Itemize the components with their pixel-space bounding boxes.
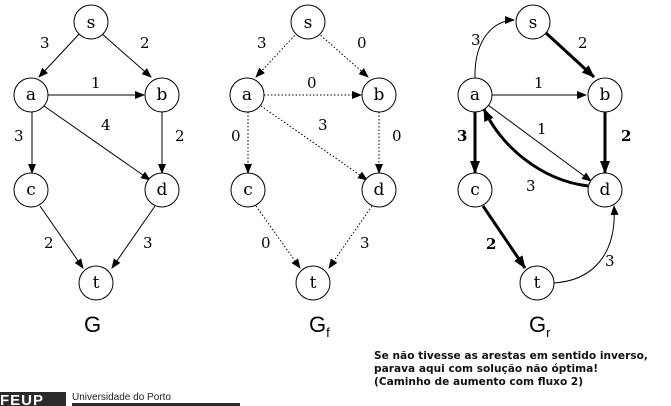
- svg-text:s: s: [304, 13, 313, 33]
- node-d: d: [144, 172, 180, 208]
- node-d: d: [361, 172, 397, 208]
- edge-a-s: [474, 16, 515, 79]
- svg-text:a: a: [26, 85, 36, 105]
- edge-label-a-s: 3: [471, 31, 481, 49]
- svg-text:t: t: [534, 273, 541, 293]
- edge-label-s-b: 0: [357, 34, 367, 52]
- svg-text:s: s: [87, 13, 96, 33]
- edge-label-c-t: 0: [261, 234, 271, 252]
- edge-d-a: [482, 108, 589, 188]
- edge-s-a: [255, 32, 298, 78]
- node-t: t: [519, 265, 555, 301]
- svg-text:t: t: [310, 273, 317, 293]
- institution-name: Universidade do Porto: [72, 392, 171, 403]
- edge-c-t: [255, 205, 301, 269]
- edge-label-s-b: 2: [140, 34, 150, 52]
- footer-branding: FEUP Universidade do Porto: [0, 392, 240, 406]
- edge-label-s-b: 2: [578, 34, 588, 52]
- node-t: t: [78, 265, 114, 301]
- svg-text:s: s: [529, 13, 538, 33]
- node-a: a: [229, 77, 265, 113]
- svg-text:c: c: [470, 180, 480, 200]
- edge-label-c-t: 2: [44, 234, 54, 252]
- svg-text:a: a: [242, 85, 252, 105]
- edge-c-t: [39, 205, 84, 269]
- note-line-2: parava aqui com solução não óptima!: [374, 363, 599, 375]
- node-t: t: [295, 265, 331, 301]
- edge-label-a-d: 1: [537, 120, 547, 138]
- svg-text:d: d: [374, 180, 385, 200]
- edge-d-t: [111, 205, 156, 269]
- node-a: a: [13, 77, 49, 113]
- svg-text:c: c: [26, 180, 36, 200]
- edge-a-d: [487, 104, 592, 182]
- graph-title-g: G: [84, 312, 101, 337]
- node-c: c: [230, 172, 266, 208]
- edge-s-a: [38, 32, 81, 78]
- svg-text:a: a: [470, 85, 480, 105]
- svg-text:c: c: [243, 180, 253, 200]
- svg-text:d: d: [600, 180, 611, 200]
- edge-label-d-a: 3: [526, 177, 536, 195]
- graph-gr: 3 2 1 3 1 3 2 2 3 s a b c d t Gr: [457, 4, 631, 340]
- edge-label-d-t: 3: [360, 234, 370, 252]
- svg-text:b: b: [157, 85, 168, 105]
- svg-text:d: d: [157, 180, 168, 200]
- node-s: s: [290, 4, 326, 40]
- svg-text:b: b: [600, 85, 611, 105]
- node-s: s: [73, 4, 109, 40]
- svg-text:b: b: [374, 85, 385, 105]
- edge-s-b: [100, 32, 152, 78]
- edge-label-a-c: 0: [231, 127, 241, 145]
- edge-label-s-a: 3: [40, 34, 50, 52]
- svg-text:t: t: [93, 273, 100, 293]
- explanation-note: Se não tivesse as arestas em sentido inv…: [374, 350, 671, 389]
- node-c: c: [13, 172, 49, 208]
- graph-g: 3 2 1 3 4 2 2 3 s a b c d t G: [13, 4, 185, 337]
- edge-label-b-d: 2: [621, 127, 631, 145]
- node-d: d: [587, 172, 623, 208]
- edge-label-a-d: 3: [318, 116, 328, 134]
- edge-c-t: [481, 205, 527, 269]
- note-line-3: (Caminho de aumento com fluxo 2): [374, 376, 584, 388]
- edge-label-a-c: 3: [457, 127, 467, 145]
- edge-a-d: [260, 105, 368, 181]
- feup-logo: FEUP: [0, 392, 66, 406]
- edge-label-t-d: 3: [605, 252, 615, 270]
- note-line-1: Se não tivesse as arestas em sentido inv…: [374, 350, 648, 362]
- edge-label-b-d: 0: [392, 127, 402, 145]
- edge-label-a-b: 0: [307, 74, 317, 92]
- edge-label-a-c: 3: [14, 127, 24, 145]
- node-b: b: [587, 77, 623, 113]
- node-b: b: [361, 77, 397, 113]
- edge-label-a-b: 1: [534, 74, 544, 92]
- edge-s-b: [544, 31, 596, 79]
- edge-a-d: [43, 105, 151, 181]
- edge-label-a-d: 4: [101, 116, 111, 134]
- edge-label-b-d: 2: [175, 127, 185, 145]
- node-s: s: [515, 4, 551, 40]
- edge-label-a-b: 1: [91, 74, 101, 92]
- edge-s-b: [317, 32, 369, 78]
- edge-label-s-a: 3: [257, 34, 267, 52]
- node-a: a: [457, 77, 493, 113]
- node-c: c: [457, 172, 493, 208]
- edge-label-d-t: 3: [143, 234, 153, 252]
- node-b: b: [144, 77, 180, 113]
- graph-title-gf: Gf: [309, 312, 330, 340]
- edge-t-d: [552, 205, 619, 284]
- edge-label-c-t: 2: [486, 235, 496, 253]
- footer-divider: [72, 403, 240, 406]
- graph-gf: 3 0 0 0 3 0 0 3 s a b c d t Gf: [229, 4, 402, 340]
- graph-title-gr: Gr: [529, 312, 551, 340]
